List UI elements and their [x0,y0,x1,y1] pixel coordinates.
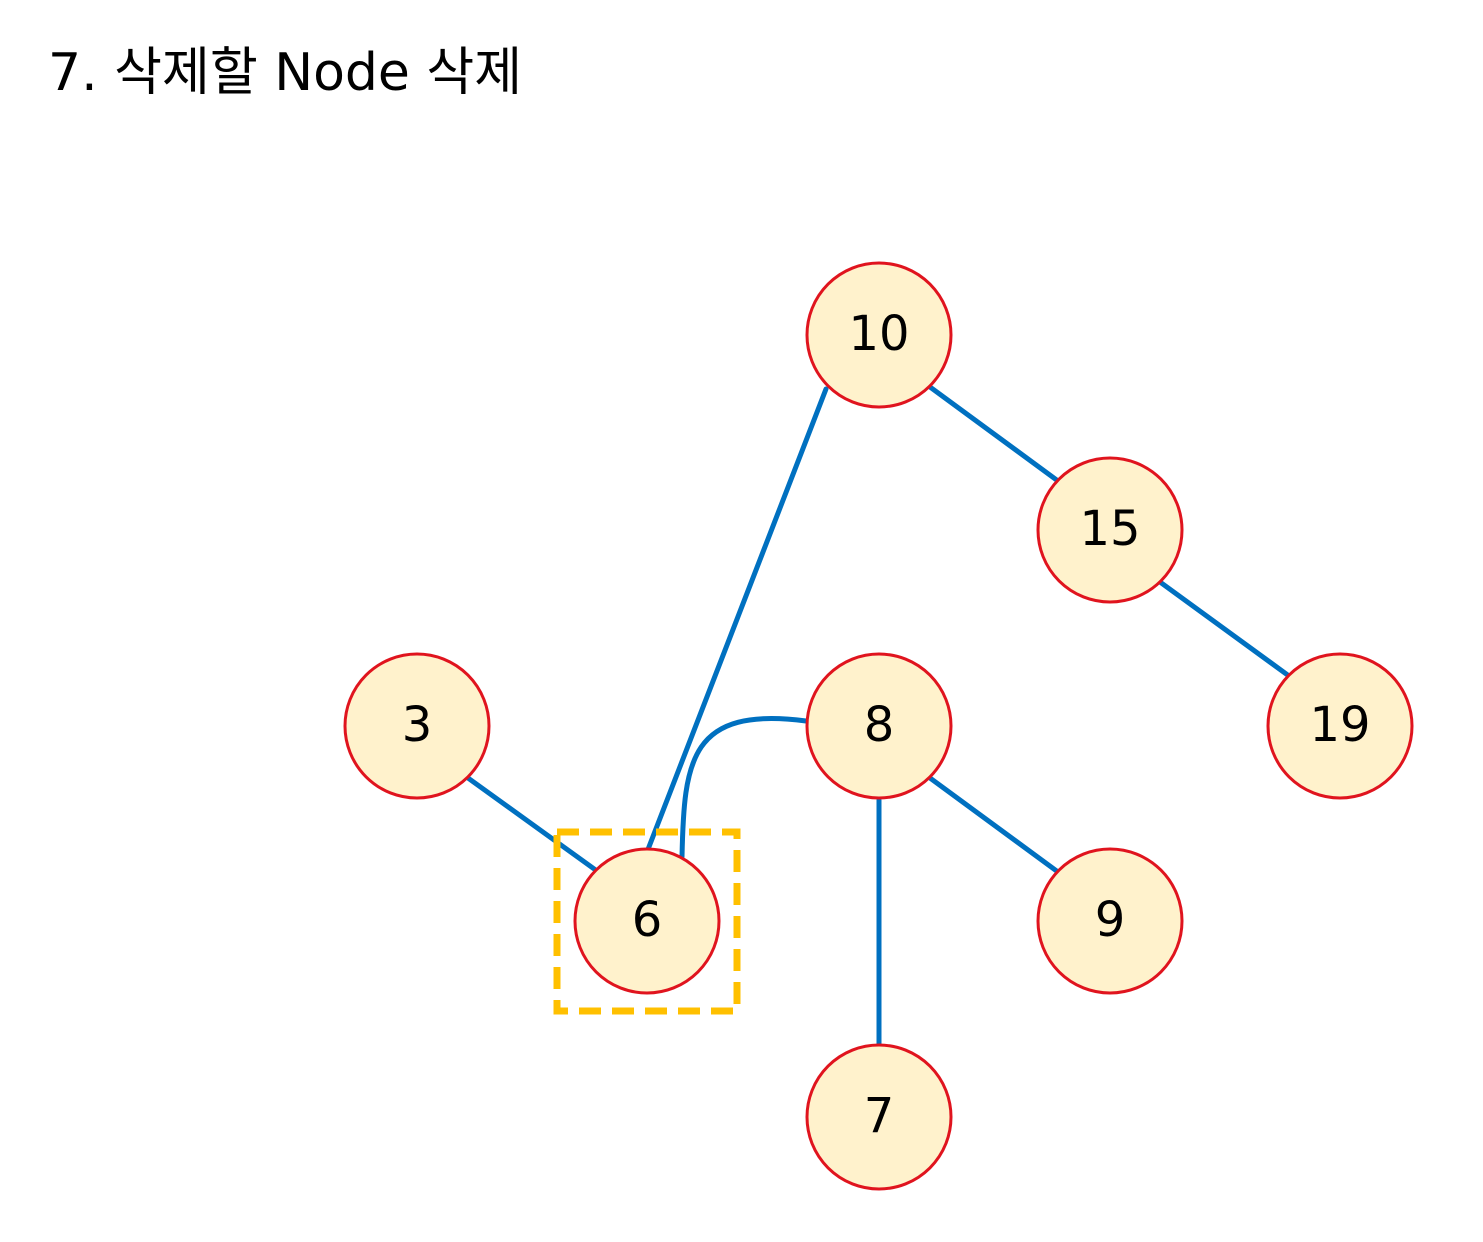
node-3-circle [343,652,491,800]
node-9-circle [1036,847,1184,995]
node-15-label: 15 [1079,501,1140,557]
node-19-label: 19 [1309,697,1370,753]
node-7-circle [805,1043,953,1191]
node-10-label: 10 [848,306,909,362]
edge-15-19 [1157,579,1292,679]
node-10: 10 [805,261,953,409]
edge-10-6 [644,386,829,855]
page-title: 7. 삭제할 Node 삭제 [48,43,523,103]
node-15-circle [1036,456,1184,604]
edge-layer [465,384,1292,1048]
node-8-circle [805,652,953,800]
node-9: 9 [1036,847,1184,995]
node-layer: 10 15 19 3 8 6 [343,261,1414,1191]
node-15: 15 [1036,456,1184,604]
node-6-circle [573,847,721,995]
node-19: 19 [1266,652,1414,800]
node-7: 7 [805,1043,953,1191]
node-7-label: 7 [864,1088,895,1144]
node-8-label: 8 [864,697,895,753]
edge-6-8 [679,716,809,860]
node-3: 3 [343,652,491,800]
node-8: 8 [805,652,953,800]
node-10-circle [805,261,953,409]
edge-8-9 [927,775,1061,875]
node-3-label: 3 [402,697,433,753]
edge-3-6 [465,775,600,874]
node-6-label: 6 [632,892,663,948]
node-19-circle [1266,652,1414,800]
node-9-label: 9 [1095,892,1126,948]
delete-target-highlight [553,828,741,1015]
edge-10-15 [927,384,1061,484]
node-6: 6 [573,847,721,995]
